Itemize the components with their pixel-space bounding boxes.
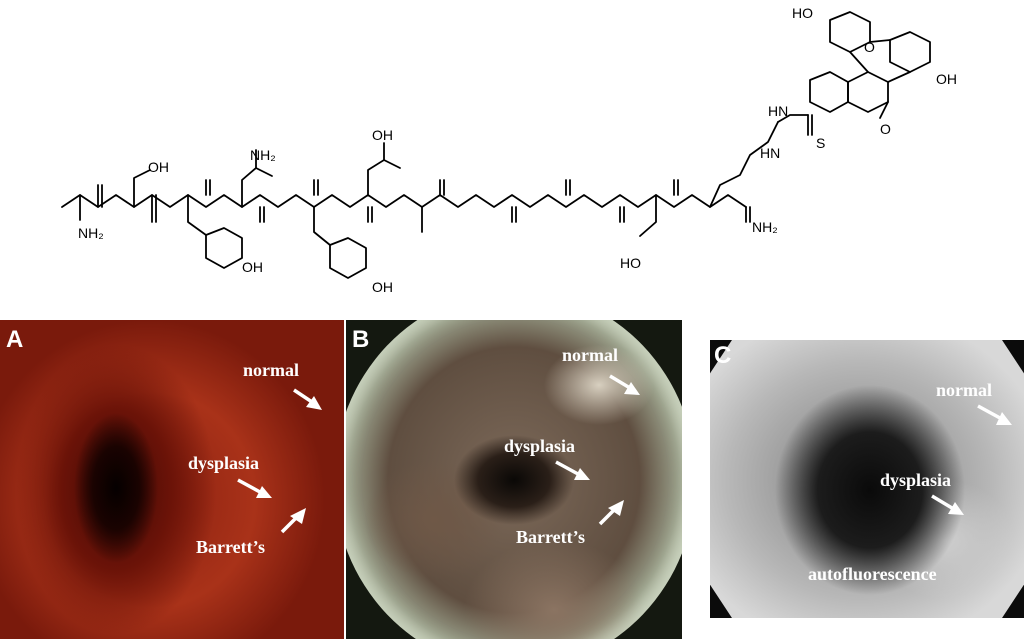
- serine2-ho-label: HO: [620, 255, 641, 271]
- panel-b-arrows: [555, 374, 640, 526]
- panel-b-endoscopic-view: [346, 320, 682, 639]
- panel-c-letter: C: [714, 342, 732, 369]
- c-terminus-nh2-label: NH₂: [752, 219, 778, 235]
- thiourea-hn2-label: HN: [760, 145, 780, 161]
- panel-b-nbi-image: B normal dysplasia Barrett’s: [346, 320, 682, 639]
- panel-c-dysplasia-label: dysplasia: [880, 470, 952, 490]
- panel-a-dysplasia-label: dysplasia: [188, 453, 260, 473]
- panel-c-normal-label: normal: [936, 380, 992, 400]
- aspartate-oh-label: OH: [372, 127, 393, 143]
- asparagine-nh2-label: NH₂: [250, 147, 276, 163]
- tyrosine1-oh-label: OH: [242, 259, 263, 275]
- sulfur-label: S: [816, 135, 825, 151]
- peptide-structure: NH₂ OH NH₂ OH OH OH HO NH₂ HN HN S HO OH…: [61, 5, 957, 295]
- panel-a-letter: A: [6, 326, 24, 353]
- panel-a-normal-label: normal: [243, 360, 299, 380]
- panel-c-autofluorescence-image: C normal dysplasia autofluorescence: [710, 340, 1024, 618]
- panel-a-barretts-label: Barrett’s: [196, 537, 265, 557]
- panel-c-arrows: [931, 404, 1012, 515]
- panel-a-arrows: [237, 388, 322, 534]
- fluorescein-oh-label: OH: [936, 71, 957, 87]
- tyrosine2-oh-label: OH: [372, 279, 393, 295]
- panel-b-dysplasia-label: dysplasia: [504, 436, 576, 456]
- panel-c-endoscopic-view: [710, 340, 1024, 618]
- serine-oh-label: OH: [148, 159, 169, 175]
- n-terminus-label: NH₂: [78, 225, 104, 241]
- fluorescein-ho-label: HO: [792, 5, 813, 21]
- panel-a-white-light-image: A normal dysplasia Barrett’s: [0, 320, 344, 639]
- panel-b-normal-label: normal: [562, 345, 618, 365]
- lactone-o-label: O: [880, 121, 891, 137]
- panel-b-barretts-label: Barrett’s: [516, 527, 585, 547]
- xanthene-o-label: O: [864, 39, 875, 55]
- panel-c-autofluorescence-label: autofluorescence: [808, 564, 937, 584]
- thiourea-hn1-label: HN: [768, 103, 788, 119]
- panel-b-letter: B: [352, 326, 370, 353]
